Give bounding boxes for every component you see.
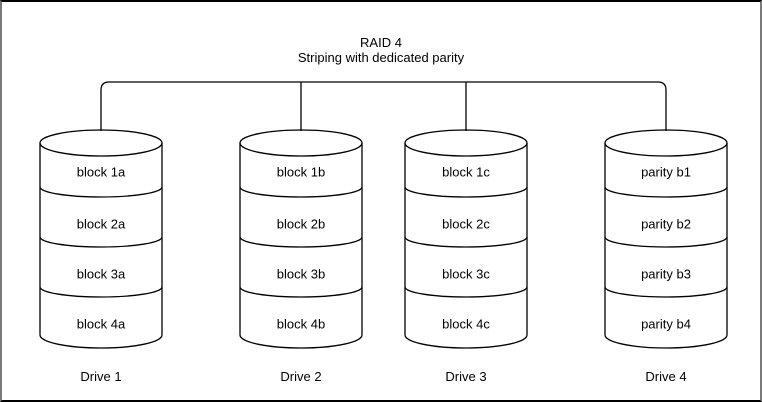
cylinder-top — [239, 129, 363, 157]
cylinder-divider — [39, 286, 163, 298]
block-label: block 3b — [277, 266, 325, 281]
cylinder-body — [604, 143, 728, 349]
block-label: parity b4 — [641, 316, 691, 331]
block-label: block 4a — [77, 316, 126, 331]
drive-1-cylinder: block 1a block 2a block 3a block 4a — [39, 129, 163, 349]
drive-label: Drive 4 — [645, 369, 687, 384]
block-label: parity b3 — [641, 266, 691, 281]
block-label: block 2b — [277, 216, 325, 231]
bus-line — [100, 81, 667, 131]
cylinder-top — [39, 129, 163, 157]
cylinder-divider — [239, 236, 363, 248]
block-label: block 1b — [277, 164, 325, 179]
diagram-title: RAID 4 — [360, 35, 402, 50]
drive-label: Drive 2 — [280, 369, 322, 384]
drive-2: block 1b block 2b block 3b block 4b Driv… — [239, 129, 363, 391]
block-label: parity b1 — [641, 164, 691, 179]
drive-label: Drive 1 — [80, 369, 122, 384]
cylinder-divider — [404, 286, 528, 298]
block-label: block 4b — [277, 316, 325, 331]
cylinder-top — [604, 129, 728, 157]
block-label: parity b2 — [641, 216, 691, 231]
cylinder-divider — [604, 186, 728, 198]
diagram-title-block: RAID 4 Striping with dedicated parity — [2, 35, 760, 65]
cylinder-divider — [604, 236, 728, 248]
drive-label: Drive 3 — [445, 369, 487, 384]
cylinder-divider — [404, 236, 528, 248]
cylinder-top — [404, 129, 528, 157]
block-label: block 1a — [77, 164, 126, 179]
drive-4: parity b1 parity b2 parity b3 parity b4 … — [604, 129, 728, 391]
block-label: block 3a — [77, 266, 126, 281]
cylinder-divider — [404, 186, 528, 198]
drive-3: block 1c block 2c block 3c block 4c Driv… — [404, 129, 528, 391]
diagram-subtitle: Striping with dedicated parity — [297, 50, 465, 65]
block-label: block 2a — [77, 216, 126, 231]
cylinder-body — [39, 143, 163, 349]
block-label: block 4c — [442, 316, 490, 331]
drive-3-cylinder: block 1c block 2c block 3c block 4c — [404, 129, 528, 349]
cylinder-divider — [604, 286, 728, 298]
drive-4-cylinder: parity b1 parity b2 parity b3 parity b4 — [604, 129, 728, 349]
block-label: block 2c — [442, 216, 490, 231]
drive-1: block 1a block 2a block 3a block 4a Driv… — [39, 129, 163, 391]
cylinder-divider — [39, 186, 163, 198]
block-label: block 3c — [442, 266, 490, 281]
cylinder-body — [404, 143, 528, 349]
cylinder-body — [239, 143, 363, 349]
cylinder-divider — [239, 186, 363, 198]
cylinder-divider — [239, 286, 363, 298]
block-label: block 1c — [442, 164, 490, 179]
drive-2-cylinder: block 1b block 2b block 3b block 4b — [239, 129, 363, 349]
cylinder-divider — [39, 236, 163, 248]
